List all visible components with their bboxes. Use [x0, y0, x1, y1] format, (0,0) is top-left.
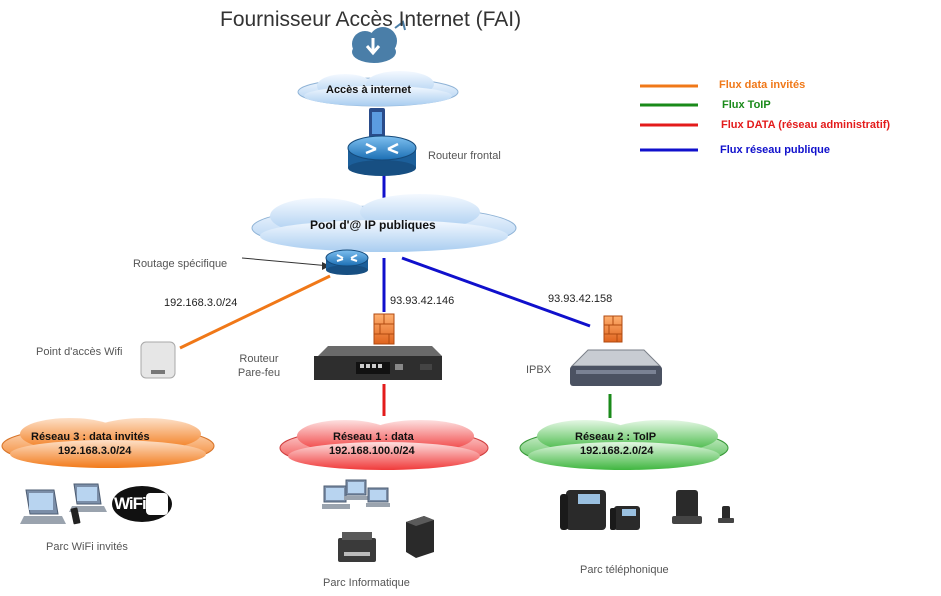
routage-specifique-label: Routage spécifique — [133, 258, 228, 270]
reseau3-subnet: 192.168.3.0/24 — [58, 445, 132, 457]
ip-wifi-label: 192.168.3.0/24 — [164, 297, 238, 309]
dect-phone-icon — [672, 490, 702, 524]
ipbx-icon — [570, 349, 662, 386]
ipbx-label: IPBX — [526, 364, 552, 376]
reseau1-subnet: 192.168.100.0/24 — [329, 445, 415, 457]
routeur-label: Routeur — [239, 353, 279, 365]
annotation-arrow — [241, 257, 331, 267]
wifi-access-point-icon — [140, 341, 176, 379]
legend-item-public: Flux réseau publique — [720, 144, 831, 156]
diagram-title: Fournisseur Accès Internet (FAI) — [220, 8, 522, 31]
internet-cloud-label: Accès à internet — [326, 84, 411, 96]
legend-item-toip: Flux ToIP — [722, 99, 771, 111]
reseau3-cloud — [1, 418, 215, 468]
guest-link-router-wifi — [179, 274, 331, 350]
wifi-logo-text: WiFi — [114, 494, 147, 513]
reseau1-cloud — [279, 420, 489, 470]
router-firewall-appliance-icon — [314, 346, 442, 380]
ip-ipbx-label: 93.93.42.158 — [548, 293, 613, 305]
laptop-icon — [20, 489, 66, 524]
legend-item-guest: Flux data invités — [719, 79, 806, 91]
router-frontal-icon — [347, 135, 417, 176]
printer-icon — [338, 532, 376, 562]
firewall-icon — [373, 313, 395, 345]
reseau3-title: Réseau 3 : data invités — [31, 431, 150, 443]
parefeu-label: Pare-feu — [237, 367, 281, 379]
ip-firewall-label: 93.93.42.146 — [390, 295, 455, 307]
legend-item-data: Flux DATA (réseau administratif) — [721, 119, 891, 131]
pool-cloud-label: Pool d'@ IP publiques — [310, 218, 436, 232]
desk-phone-small-icon — [610, 506, 640, 530]
desk-phone-icon — [560, 490, 606, 530]
server-tower-icon — [406, 516, 434, 558]
public-link-pool-ipbx — [401, 256, 591, 328]
reseau2-subnet: 192.168.2.0/24 — [580, 445, 654, 457]
reseau1-title: Réseau 1 : data — [333, 431, 414, 443]
parc-info-label: Parc Informatique — [323, 577, 410, 589]
firewall-ipbx-icon — [603, 315, 623, 343]
cloud-download-icon — [352, 20, 406, 63]
routeur-frontal-label: Routeur frontal — [428, 150, 501, 162]
reseau2-cloud — [519, 420, 729, 470]
handset-icon — [718, 506, 734, 523]
laptop-icon-2 — [69, 483, 107, 512]
pool-cloud — [251, 194, 517, 252]
smartphone-icon — [70, 507, 81, 525]
wifi-logo-icon — [112, 486, 172, 522]
parc-tel-label: Parc téléphonique — [580, 564, 669, 576]
desktop-computer-icon — [322, 479, 390, 509]
modem-icon — [369, 108, 385, 138]
router-specific-icon — [325, 249, 369, 275]
point-acces-wifi-label: Point d'accès Wifi — [36, 346, 123, 358]
parc-wifi-label: Parc WiFi invités — [46, 541, 128, 553]
reseau2-title: Réseau 2 : ToIP — [575, 431, 657, 443]
internet-cloud — [297, 71, 459, 107]
